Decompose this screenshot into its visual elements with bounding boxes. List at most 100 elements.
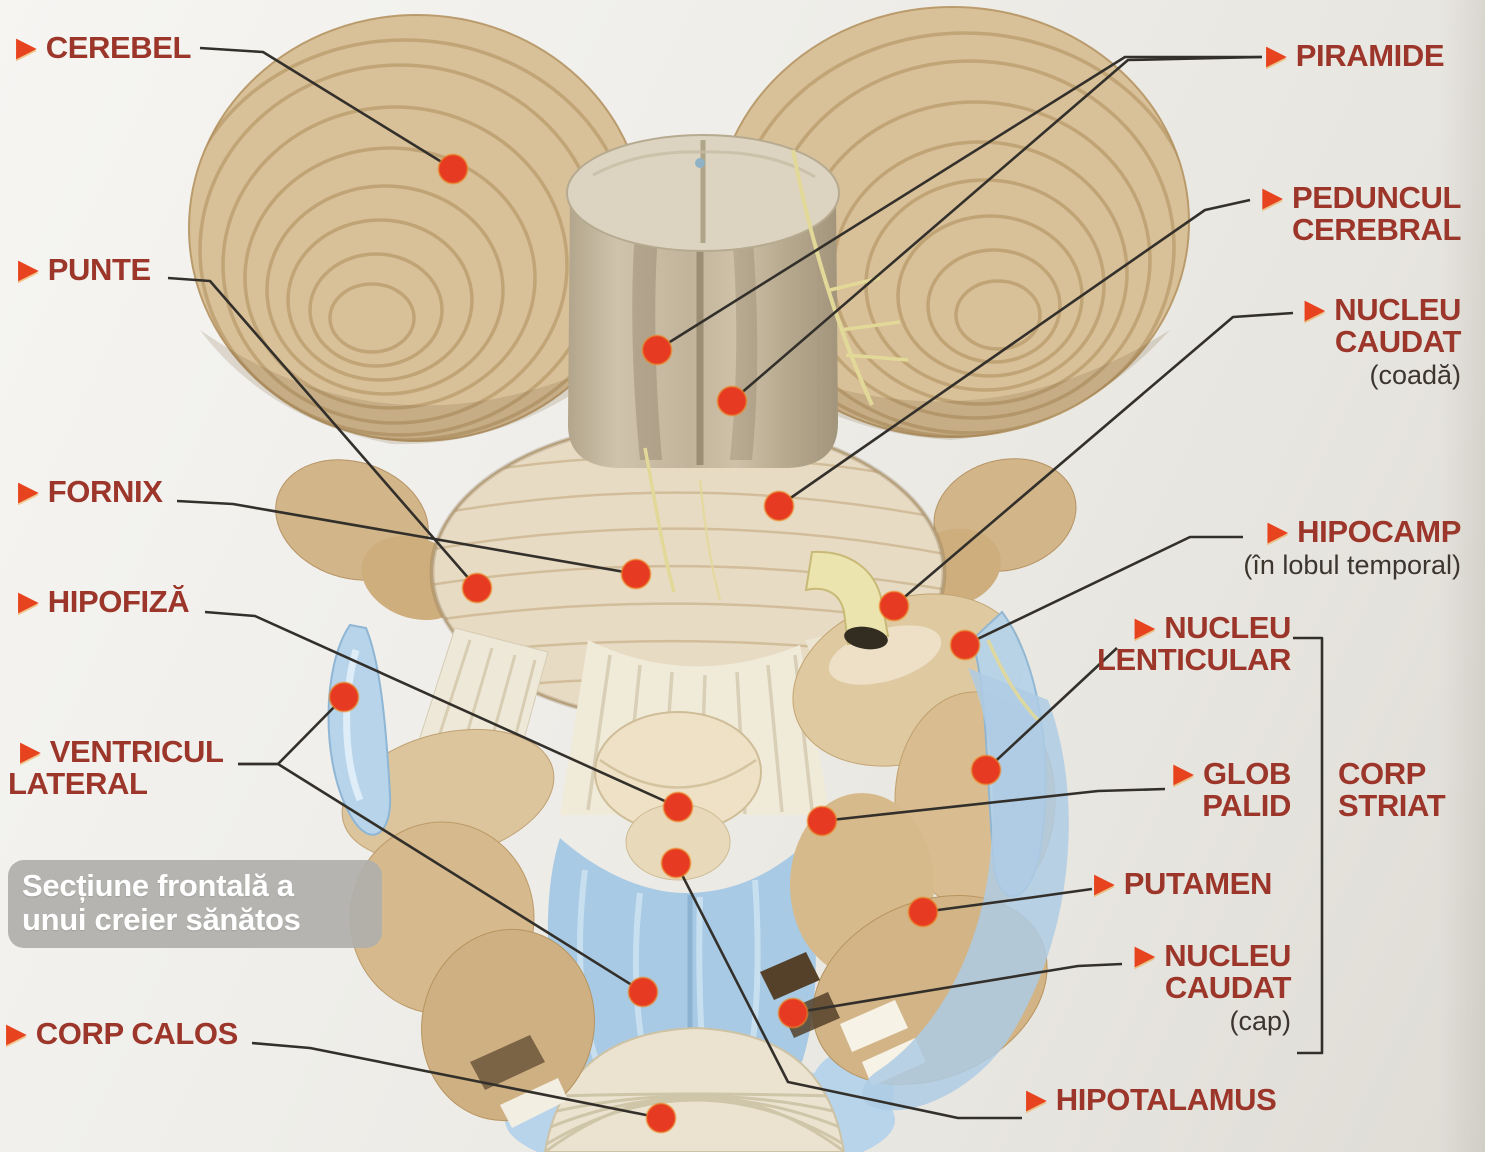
marker-dot-ventricul-lateral-a [328,681,360,713]
label-corp-calos: ▶ CORP CALOS [6,1018,238,1050]
label-caudat-coada-line2: CAUDAT [1334,323,1462,359]
brainstem-cut [566,134,840,468]
marker-dot-punte [461,572,493,604]
label-corp-striat: CORP STRIAT [1338,756,1446,823]
marker-dot-hipofiza [662,791,694,823]
marker-dot-piramide-b [716,385,748,417]
marker-dot-cerebel [437,153,469,185]
label-caudat-coada-line1: NUCLEU [1334,292,1461,327]
label-arrow-icon: ▶ [16,32,37,62]
label-cerebel-text: CEREBEL [45,30,192,65]
label-hipotalamus-text: HIPOTALAMUS [1055,1082,1277,1117]
label-corp-striat-line1: CORP [1338,756,1426,791]
cerebellum-left-hemisphere [188,14,646,445]
leader-line-corp-striat-bracket [1293,636,1324,1055]
leader-line-fornix [176,499,637,576]
label-arrow-icon: ▶ [1026,1084,1047,1114]
label-arrow-icon: ▶ [1267,516,1289,546]
label-arrow-icon: ▶ [1266,40,1287,70]
label-nucleu-caudat-cap: ▶ NUCLEU CAUDAT (cap) [1134,940,1291,1036]
ventricle-horn-left [327,623,392,836]
label-ventricul-lateral: ▶ VENTRICUL LATERAL [8,736,224,800]
marker-dot-piramide-a [641,334,673,366]
marker-dot-hipocamp [949,629,981,661]
leader-line-hipofiza [204,610,679,809]
label-arrow-icon: ▶ [18,476,39,506]
leader-line-corp-calos [251,1041,662,1120]
ventricle-horn-right [862,610,1069,1111]
label-fornix: ▶ FORNIX [18,474,163,509]
marker-dot-nucleu-caudat-cap [777,997,809,1029]
caption-line2: unui creier sănătos [22,902,301,938]
label-caudat-coada-note: (coadă) [1369,359,1461,390]
marker-dot-putamen [907,896,939,928]
leader-line-peduncul-cerebral [778,198,1251,508]
marker-dot-corp-calos [645,1102,677,1134]
label-corp-calos-text: CORP CALOS [35,1016,239,1051]
label-peduncul-line1: PEDUNCUL [1291,180,1461,215]
label-ventricul-line2: LATERAL [8,765,148,801]
hypothalamus-shape [594,711,762,881]
label-punte: ▶ PUNTE [18,254,151,286]
label-hipofiza: ▶ HIPOFIZĂ [18,584,190,619]
leader-line-nucleu-caudat-cap [792,962,1123,1015]
leader-line-nucleu-caudat-coada [893,311,1294,607]
leader-line-hipocamp [964,535,1243,647]
leader-line-punte [167,276,478,589]
leader-line-glob-palid [821,787,1166,823]
label-caudat-cap-line2: CAUDAT [1164,969,1292,1005]
label-glob-palid: ▶ GLOB PALID [1173,758,1291,822]
label-nucleu-lenticular: ▶NUCLEU LENTICULAR [1097,612,1291,676]
label-arrow-icon: ▶ [18,254,39,284]
label-piramide: ▶ PIRAMIDE [1266,38,1445,73]
label-punte-text: PUNTE [47,252,151,287]
label-arrow-icon: ▶ [20,736,41,766]
label-glob-palid-line2: PALID [1202,787,1291,823]
temporal-left [341,728,595,1128]
leader-line-ventricul-lateral-b [238,762,644,994]
marker-dot-fornix [620,558,652,590]
label-arrow-icon: ▶ [1262,182,1283,212]
label-ventricul-line1: VENTRICUL [49,734,224,769]
leader-line-piramide-b [731,55,1263,402]
label-hipocamp: ▶ HIPOCAMP (în lobul temporal) [1243,516,1461,580]
label-putamen: ▶ PUTAMEN [1094,868,1272,900]
label-arrow-icon: ▶ [1094,868,1115,898]
nerve-fibers [643,149,1042,724]
label-arrow-icon: ▶ [1134,612,1156,642]
leader-line-hipotalamus [674,862,1022,1120]
label-fornix-text: FORNIX [47,474,163,509]
label-piramide-text: PIRAMIDE [1295,38,1445,73]
marker-dot-nucleu-lenticular [970,754,1002,786]
label-caudat-cap-note: (cap) [1229,1005,1291,1036]
label-arrow-icon: ▶ [1304,294,1326,324]
label-putamen-text: PUTAMEN [1123,866,1273,901]
marker-dot-nucleu-caudat-coada [878,590,910,622]
caption-line1: Secțiune frontală a [22,868,294,903]
marker-dot-glob-palid [806,805,838,837]
label-hipotalamus: ▶ HIPOTALAMUS [1026,1082,1277,1117]
leader-line-putamen [922,887,1093,914]
artery-tube [804,550,890,650]
label-arrow-icon: ▶ [6,1018,27,1048]
leader-line-cerebel [199,46,454,171]
label-arrow-icon: ▶ [18,586,39,616]
label-lenticular-line1: NUCLEU [1164,610,1291,645]
label-hipocamp-note: (în lobul temporal) [1243,549,1461,580]
label-peduncul-line2: CEREBRAL [1291,211,1461,247]
label-corp-striat-line2: STRIAT [1338,787,1446,823]
annotation-overlay [167,46,1324,1134]
label-nucleu-caudat-coada: ▶ NUCLEU CAUDAT (coadă) [1304,294,1461,390]
label-peduncul-cerebral: ▶ PEDUNCUL CEREBRAL [1262,182,1461,246]
label-caudat-cap-line1: NUCLEU [1164,938,1291,973]
label-hipofiza-text: HIPOFIZĂ [47,584,190,619]
label-glob-palid-line1: GLOB [1203,756,1291,791]
label-arrow-icon: ▶ [1173,758,1195,788]
label-hipocamp-text: HIPOCAMP [1297,514,1461,549]
leader-line-nucleu-lenticular [985,647,1118,771]
marker-dot-ventricul-lateral-b [627,976,659,1008]
label-cerebel: ▶ CEREBEL [16,32,191,64]
label-arrow-icon: ▶ [1134,940,1156,970]
